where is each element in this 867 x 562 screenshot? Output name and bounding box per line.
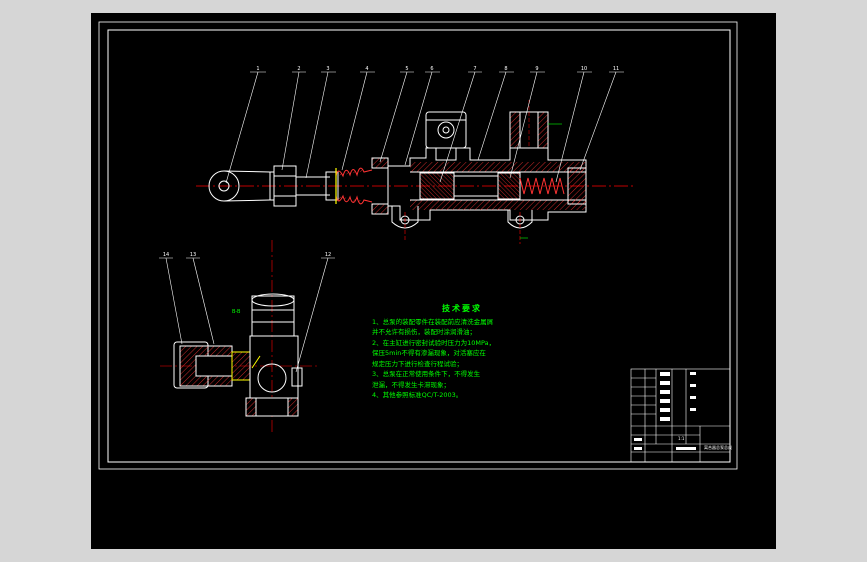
balloon-10: 10 xyxy=(581,66,587,72)
title-block-name: 离合器总泵总成 xyxy=(704,444,732,450)
dust-boot-lower xyxy=(335,194,373,205)
push-rod xyxy=(296,176,330,196)
balloon-7: 7 xyxy=(473,66,476,72)
balloon-6: 6 xyxy=(430,66,433,72)
balloon-13: 13 xyxy=(190,252,196,258)
tech-line-8: 4、其他参照标准QC/T-2003。 xyxy=(372,391,463,399)
technical-requirements: 技术要求 1、总泵的装配零件在装配前应清洗金属屑 并不允许有损伤，装配时涂润滑油… xyxy=(372,304,552,401)
balloon-8: 8 xyxy=(504,66,507,72)
inlet-fitting xyxy=(425,111,467,161)
inner-frame xyxy=(107,29,731,463)
main-balloons: 1 2 3 4 5 6 7 8 9 10 11 xyxy=(256,66,619,72)
lock-nut xyxy=(273,165,297,207)
balloon-3: 3 xyxy=(326,66,329,72)
cylinder-body xyxy=(387,147,587,221)
outlet-fitting xyxy=(509,100,549,149)
main-leaders xyxy=(225,71,624,184)
balloon-4: 4 xyxy=(365,66,368,72)
tech-line-2: 并不允许有损伤，装配时涂润滑油； xyxy=(372,328,476,336)
section-view xyxy=(160,240,318,432)
title-block xyxy=(630,368,731,463)
section-label: B-B xyxy=(232,309,241,315)
section-leaders xyxy=(159,257,335,373)
dust-boot-upper xyxy=(335,167,373,178)
piston xyxy=(419,172,455,200)
balloon-14: 14 xyxy=(163,252,169,258)
cad-viewport[interactable] xyxy=(91,13,776,549)
tech-line-7: 泄漏，不得发生卡滞现象； xyxy=(372,380,450,389)
balloon-1: 1 xyxy=(256,66,259,72)
balloon-2: 2 xyxy=(297,66,300,72)
balloon-12: 12 xyxy=(325,252,331,258)
section-balloons: 14 13 12 xyxy=(163,252,331,258)
tech-line-5: 规定压力下进行检查行程试验； xyxy=(372,359,463,368)
section-body xyxy=(249,335,299,399)
tech-requirements-title: 技术要求 xyxy=(442,304,482,313)
outer-frame xyxy=(98,21,738,470)
section-ball xyxy=(257,363,287,393)
balloon-5: 5 xyxy=(405,66,408,72)
main-assembly-view xyxy=(196,100,636,244)
tech-line-3: 2、在主缸进行密封试验时压力为10MPa， xyxy=(372,338,496,347)
return-spring xyxy=(519,177,565,195)
tech-line-6: 3、总泵在正常使用条件下，不得发生 xyxy=(372,370,481,378)
end-cap xyxy=(567,167,587,205)
tech-line-1: 1、总泵的装配零件在装配前应清洗金属屑 xyxy=(372,317,494,326)
balloon-9: 9 xyxy=(535,66,538,72)
balloon-11: 11 xyxy=(613,66,619,72)
title-block-scale: 1:1 xyxy=(678,436,685,441)
tech-line-4: 保压5min不得有渗漏现象，对活塞应在 xyxy=(372,349,486,357)
